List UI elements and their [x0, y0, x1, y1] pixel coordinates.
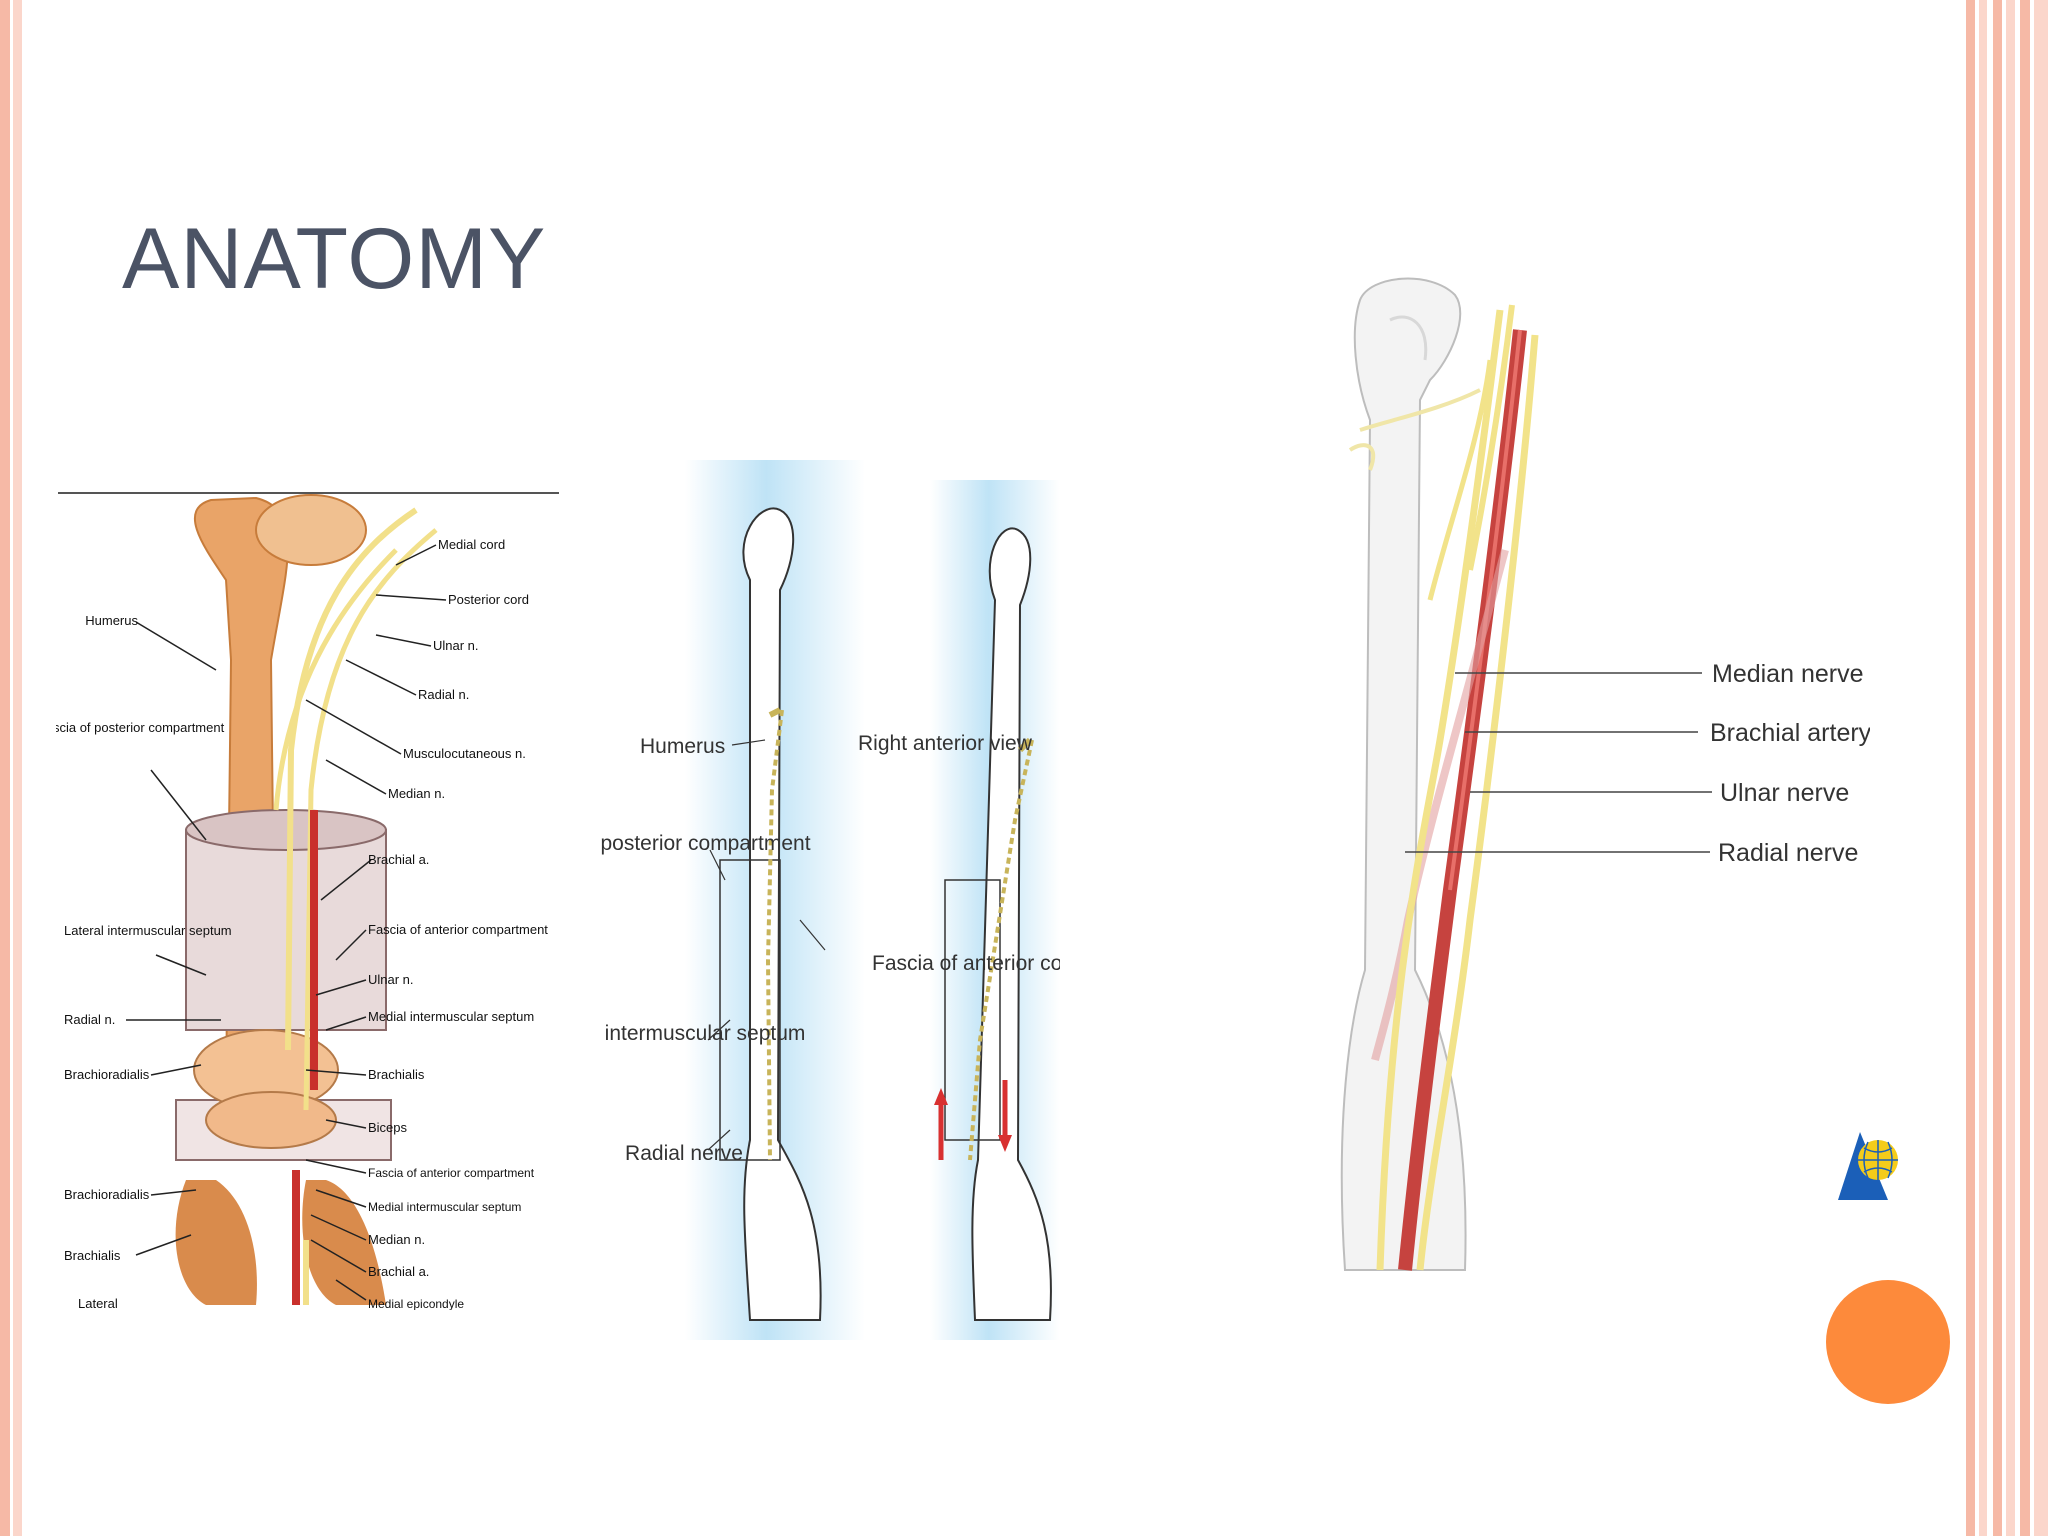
label-brachial-a-1: Brachial a.: [368, 852, 429, 867]
right-border-stripes: [1966, 0, 2048, 1536]
label-medial-epicondyle: Medial epicondyle: [368, 1297, 464, 1310]
label-brachioradialis-1: Brachioradialis: [64, 1067, 150, 1082]
label-median-n-1: Median n.: [388, 786, 445, 801]
label-medial-cord: Medial cord: [438, 537, 505, 552]
label-median-n-2: Median n.: [368, 1232, 425, 1247]
left-border-stripe-inner: [13, 0, 22, 1536]
label-radial-n-left: Radial n.: [64, 1012, 115, 1027]
label-biceps: Biceps: [368, 1120, 408, 1135]
label-brachialis-left: Brachialis: [64, 1248, 121, 1263]
label-humerus: Humerus: [85, 613, 138, 628]
label-fascia-anterior-middle: Fascia of anterior compartment: [872, 952, 1060, 975]
label-right-anterior-view: Right anterior view: [858, 732, 1033, 755]
label-ulnar-nerve: Ulnar nerve: [1720, 779, 1849, 807]
label-humerus-middle: Humerus: [640, 735, 725, 758]
label-musculocutaneous: Musculocutaneous n.: [403, 746, 526, 761]
decorative-orange-circle: [1826, 1280, 1950, 1404]
label-medial-septum-2: Medial intermuscular septum: [368, 1200, 521, 1214]
anatomy-illustration-right: Median nerve Brachial artery Ulnar nerve…: [1340, 277, 1870, 1271]
label-brachialis-right: Brachialis: [368, 1067, 425, 1082]
label-fascia-anterior-2: Fascia of anterior compartment: [368, 1166, 535, 1180]
label-posterior-cord: Posterior cord: [448, 592, 529, 607]
label-brachial-a-2: Brachial a.: [368, 1264, 429, 1279]
label-ulnar-n-1: Ulnar n.: [433, 638, 479, 653]
left-border-stripe: [0, 0, 10, 1536]
anatomy-illustration-left: Humerus Fascia of posterior compartment …: [56, 492, 559, 1310]
label-medial-septum-1: Medial intermuscular septum: [368, 1009, 534, 1024]
label-lateral-bottom: Lateral: [78, 1296, 118, 1310]
label-fascia-posterior: Fascia of posterior compartment: [56, 720, 225, 735]
label-radial-nerve: Radial nerve: [1718, 839, 1858, 867]
label-brachioradialis-2: Brachioradialis: [64, 1187, 150, 1202]
label-median-nerve: Median nerve: [1712, 660, 1863, 688]
label-radial-nerve-middle: Radial nerve: [625, 1142, 743, 1165]
label-brachial-artery: Brachial artery: [1710, 719, 1870, 747]
label-lateral-septum-middle: Lateral intermuscular septum: [600, 1022, 805, 1045]
label-fascia-anterior-1: Fascia of anterior compartment: [368, 922, 548, 937]
label-fascia-posterior-middle: Fascia of posterior compartment: [600, 832, 811, 855]
publisher-logo-icon: [1838, 1132, 1898, 1200]
label-lateral-septum: Lateral intermuscular septum: [64, 923, 232, 938]
label-radial-n-right: Radial n.: [418, 687, 469, 702]
label-ulnar-n-2: Ulnar n.: [368, 972, 414, 987]
slide-title: ANATOMY: [122, 211, 547, 307]
anatomy-illustration-middle: Humerus Right anterior view Fascia of po…: [600, 460, 1060, 1340]
